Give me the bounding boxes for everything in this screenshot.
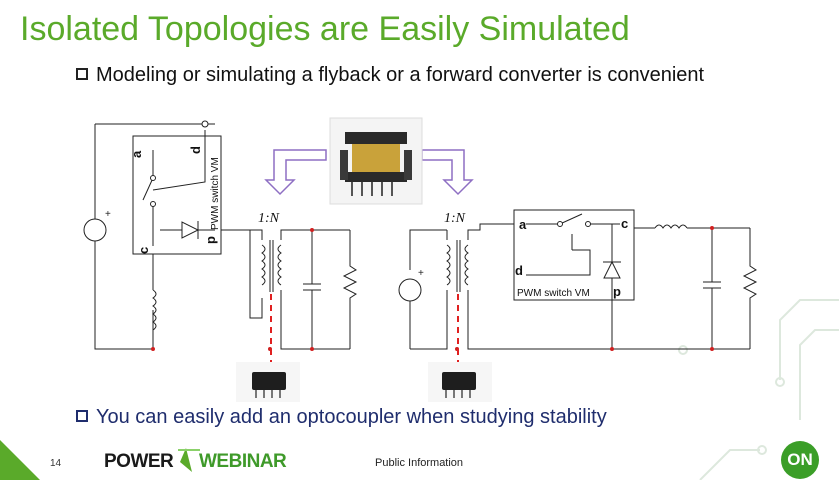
forward-pin-a: a [519, 217, 527, 232]
forward-plus: + [418, 268, 424, 279]
flyback-source-icon [83, 218, 107, 242]
purple-arrow-left-icon [264, 149, 327, 196]
flyback-pin-p: p [203, 236, 218, 244]
forward-pwm-switch-box [513, 209, 635, 301]
corner-triangle [0, 440, 40, 480]
slide-number: 14 [50, 458, 62, 469]
optocoupler-dashed-lines [270, 294, 459, 372]
logo-power-text: POWER [104, 451, 174, 472]
optocoupler-left-icon [236, 362, 300, 402]
forward-ratio-label: 1:N [444, 211, 466, 226]
forward-pin-c: c [621, 216, 628, 231]
power-webinar-spark-icon [178, 448, 200, 472]
flyback-circuit [83, 120, 358, 350]
flyback-pwm-switch-box [132, 135, 222, 255]
bullet-1: Modeling or simulating a flyback or a fo… [76, 64, 704, 87]
forward-pin-p: p [613, 284, 621, 299]
checkbox-bullet-icon [76, 410, 88, 422]
flyback-plus: + [105, 209, 111, 220]
forward-source-icon [398, 278, 422, 302]
flyback-pin-c: c [136, 247, 151, 254]
flyback-ratio-label: 1:N [258, 211, 280, 226]
flyback-switch-label: PWM switch VM [210, 157, 221, 230]
purple-arrow-right-icon [421, 149, 474, 196]
on-semiconductor-logo: ON [781, 441, 819, 479]
flyback-pin-d: d [188, 146, 203, 154]
flyback-pin-a: a [129, 150, 144, 158]
bullet-2: You can easily add an optocoupler when s… [76, 406, 607, 429]
forward-pin-d: d [515, 263, 523, 278]
forward-switch-label: PWM switch VM [517, 288, 590, 299]
bullet-2-text: You can easily add an optocoupler when s… [96, 406, 607, 428]
optocoupler-right-icon [428, 362, 492, 402]
checkbox-bullet-icon [76, 68, 88, 80]
transformer-photo [329, 117, 423, 205]
logo-webinar-text: WEBINAR [199, 451, 287, 472]
forward-circuit [398, 209, 758, 350]
classification-label: Public Information [375, 457, 464, 469]
slide-title: Isolated Topologies are Easily Simulated [20, 10, 630, 48]
decorative-traces [678, 299, 839, 480]
bullet-1-text: Modeling or simulating a flyback or a fo… [96, 64, 705, 86]
